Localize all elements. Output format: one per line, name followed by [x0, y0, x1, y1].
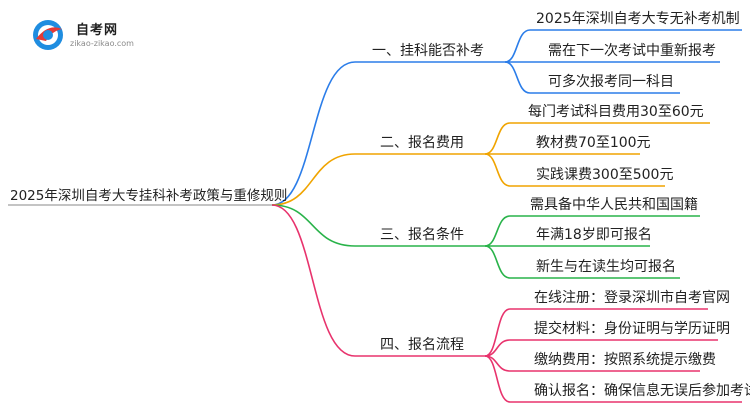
- logo-emblem-icon: [33, 20, 63, 50]
- branch-3-label: 三、报名条件: [380, 227, 464, 243]
- root-topic: 2025年深圳自考大专挂科补考政策与重修规则: [10, 188, 288, 204]
- site-logo: 自考网 zikao-zikao.com: [30, 17, 150, 53]
- logo-url: zikao-zikao.com: [70, 39, 134, 48]
- branch-2-item-1: 每门考试科目费用30至60元: [528, 104, 704, 120]
- logo-title: 自考网: [76, 23, 119, 38]
- branch-2-item-2: 教材费70至100元: [536, 135, 651, 151]
- branch-4-item-3: 缴纳费用：按照系统提示缴费: [534, 352, 716, 368]
- branch-4-item-1: 在线注册：登录深圳市自考官网: [534, 290, 730, 306]
- branch-2-item-3: 实践课费300至500元: [536, 167, 674, 183]
- branch-4-label: 四、报名流程: [380, 337, 464, 353]
- branch-4-item-4: 确认报名：确保信息无误后参加考试: [534, 383, 750, 399]
- branch-1-item-3: 可多次报考同一科目: [548, 74, 674, 90]
- branch-1-label: 一、挂科能否补考: [372, 43, 484, 59]
- branch-1-item-1: 2025年深圳自考大专无补考机制: [536, 11, 740, 27]
- branch-2-connectors: [271, 122, 710, 206]
- branch-2-label: 二、报名费用: [380, 135, 464, 151]
- branch-4-item-2: 提交材料：身份证明与学历证明: [534, 321, 730, 337]
- branch-4-connectors: [271, 204, 742, 403]
- branch-1-connectors: [271, 29, 742, 206]
- branch-3-item-1: 需具备中华人民共和国国籍: [530, 197, 698, 213]
- branch-3-connectors: [271, 204, 700, 279]
- branch-3-item-3: 新生与在读生均可报名: [536, 259, 676, 275]
- branch-1-item-2: 需在下一次考试中重新报考: [548, 43, 716, 59]
- branch-3-item-2: 年满18岁即可报名: [536, 227, 652, 243]
